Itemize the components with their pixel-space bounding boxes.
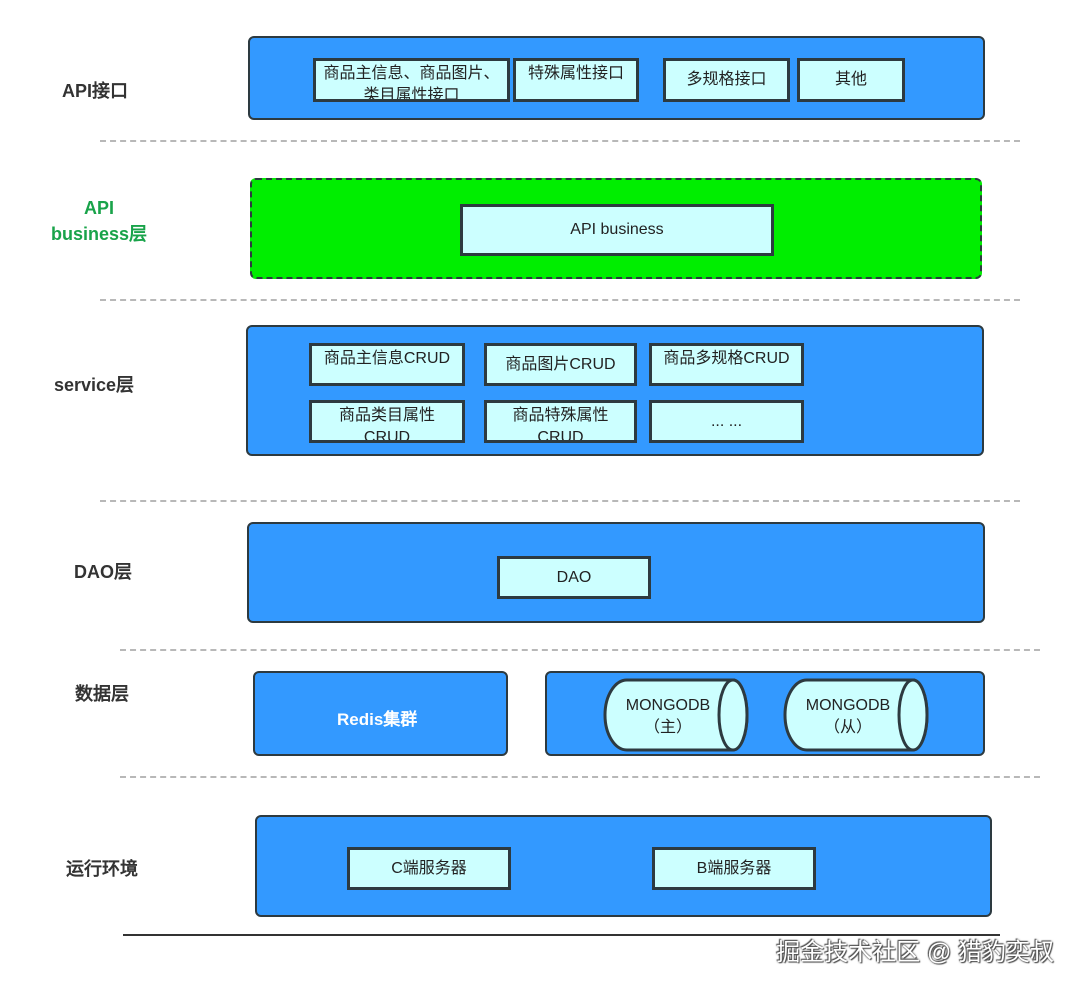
runtime-panel: C端服务器 B端服务器 bbox=[255, 815, 992, 917]
watermark: 掘金技术社区 @ 猎豹奕叔 bbox=[776, 939, 1054, 966]
mongodb-primary-name: MONGODB bbox=[625, 697, 711, 714]
api-business-panel: API business bbox=[250, 178, 982, 279]
mongodb-panel: MONGODB （主） MONGODB （从） bbox=[545, 671, 985, 756]
service-box-main-info[interactable]: 商品主信息CRUD bbox=[309, 343, 465, 386]
layer-label-api-business-line2: business层 bbox=[50, 224, 148, 244]
mongodb-primary-role: （主） bbox=[643, 719, 692, 736]
service-box-multi-spec[interactable]: 商品多规格CRUD bbox=[649, 343, 804, 386]
layer-divider bbox=[100, 500, 1020, 502]
mongodb-secondary-role: （从） bbox=[823, 719, 872, 736]
service-box-more[interactable]: ... ... bbox=[649, 400, 804, 443]
dao-panel: DAO bbox=[247, 522, 985, 623]
layer-label-api: API接口 bbox=[62, 81, 129, 101]
layer-label-dao: DAO层 bbox=[74, 562, 132, 582]
mongodb-primary-label: MONGODB （主） bbox=[613, 695, 723, 739]
service-box-image[interactable]: 商品图片CRUD bbox=[484, 343, 637, 386]
mongodb-secondary-cylinder-icon[interactable] bbox=[783, 677, 931, 753]
service-panel: 商品主信息CRUD 商品图片CRUD 商品多规格CRUD 商品类目属性CRUD … bbox=[246, 325, 984, 456]
c-server-box[interactable]: C端服务器 bbox=[347, 847, 511, 890]
layer-divider bbox=[120, 649, 1040, 651]
layer-divider bbox=[100, 140, 1020, 142]
api-box-multi-spec[interactable]: 多规格接口 bbox=[663, 58, 790, 102]
layer-label-api-business-line1: API bbox=[83, 198, 114, 218]
service-box-special-attr[interactable]: 商品特殊属性CRUD bbox=[484, 400, 637, 443]
layer-label-api-business: API business层 bbox=[46, 195, 152, 247]
baseline-divider bbox=[123, 934, 1000, 936]
layer-label-data: 数据层 bbox=[75, 684, 129, 704]
mongodb-primary-cylinder-icon[interactable] bbox=[603, 677, 751, 753]
b-server-box[interactable]: B端服务器 bbox=[652, 847, 816, 890]
layer-label-service: service层 bbox=[54, 375, 135, 395]
api-box-main-info[interactable]: 商品主信息、商品图片、类目属性接口 bbox=[313, 58, 510, 102]
api-business-box[interactable]: API business bbox=[460, 204, 774, 256]
mongodb-secondary-label: MONGODB （从） bbox=[793, 695, 903, 739]
service-box-category-attr[interactable]: 商品类目属性CRUD bbox=[309, 400, 465, 443]
layer-divider bbox=[100, 299, 1020, 301]
api-box-special-attr[interactable]: 特殊属性接口 bbox=[513, 58, 639, 102]
layer-label-runtime: 运行环境 bbox=[66, 859, 138, 879]
dao-box[interactable]: DAO bbox=[497, 556, 651, 599]
redis-cluster-label: Redis集群 bbox=[337, 710, 418, 729]
redis-cluster-panel[interactable]: Redis集群 bbox=[253, 671, 508, 756]
layer-divider bbox=[120, 776, 1040, 778]
api-interface-panel: 商品主信息、商品图片、类目属性接口 特殊属性接口 多规格接口 其他 bbox=[248, 36, 985, 120]
mongodb-secondary-name: MONGODB bbox=[805, 697, 891, 714]
api-box-other[interactable]: 其他 bbox=[797, 58, 905, 102]
